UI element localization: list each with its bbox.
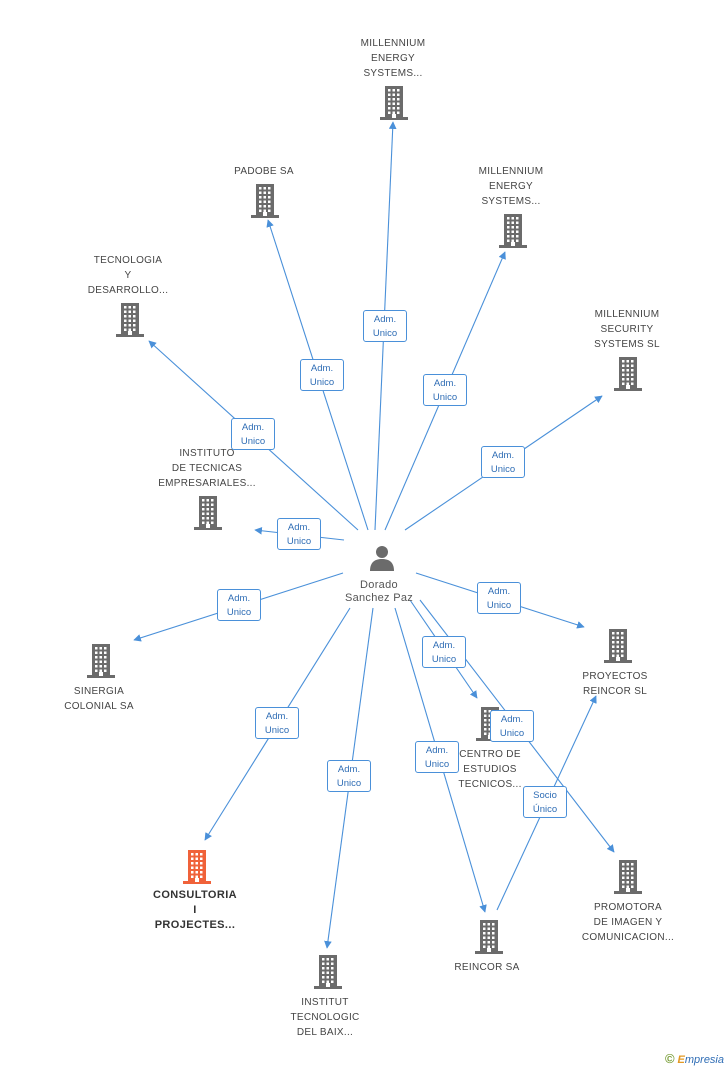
building-icon[interactable] [498,214,528,253]
company-label-instituto-tecnicas[interactable]: INSTITUTO DE TECNICAS EMPRESARIALES... [158,448,256,489]
edge-label-padobe[interactable]: Adm. Unico [300,359,344,391]
person-icon[interactable] [368,544,396,577]
edge-label-millennium-energy-2[interactable]: Adm. Unico [423,374,467,406]
brand-name: mpresia [684,1054,724,1066]
brand-footer: ©Empresia [665,1051,724,1066]
building-icon[interactable] [115,303,145,342]
building-icon[interactable] [313,955,343,994]
company-label-promotora[interactable]: PROMOTORA DE IMAGEN Y COMUNICACION... [581,902,675,943]
brand-initial: E [677,1054,685,1066]
edge-label-millennium-security[interactable]: Adm. Unico [481,446,525,478]
company-label-centro-estudios[interactable]: CENTRO DE ESTUDIOS TECNICOS... [458,749,522,790]
edge-label-reincor[interactable]: Adm. Unico [415,741,459,773]
edge-label-promotora[interactable]: Adm. Unico [490,710,534,742]
edge-label-consultoria[interactable]: Adm. Unico [255,707,299,739]
building-icon[interactable] [193,496,223,535]
person-name-label[interactable]: Dorado Sanchez Paz [344,579,414,604]
company-label-sinergia[interactable]: SINERGIA COLONIAL SA [64,686,134,712]
company-label-consultoria[interactable]: CONSULTORIA I PROJECTES... [152,889,238,931]
company-label-padobe[interactable]: PADOBE SA [234,166,294,177]
company-label-reincor[interactable]: REINCOR SA [454,962,520,973]
building-icon[interactable] [86,644,116,683]
company-label-institut-tecnologic[interactable]: INSTITUT TECNOLOGIC DEL BAIX... [290,997,360,1038]
building-icon[interactable] [379,86,409,125]
company-label-tecnologia[interactable]: TECNOLOGIA Y DESARROLLO... [87,255,169,296]
edge-label-proyectos-reincor[interactable]: Adm. Unico [477,582,521,614]
building-icon[interactable] [182,850,212,889]
building-icon[interactable] [250,184,280,223]
company-label-millennium-energy-1[interactable]: MILLENNIUM ENERGY SYSTEMS... [360,38,426,79]
edge-label-instituto-tecnicas[interactable]: Adm. Unico [277,518,321,550]
edge-label-centro-estudios[interactable]: Adm. Unico [422,636,466,668]
building-icon[interactable] [613,860,643,899]
building-icon[interactable] [474,920,504,959]
company-label-proyectos-reincor[interactable]: PROYECTOS REINCOR SL [582,671,648,697]
edge-label-proyectos-reincor[interactable]: Socio Único [523,786,567,818]
edge-label-millennium-energy-1[interactable]: Adm. Unico [363,310,407,342]
edge-label-institut-tecnologic[interactable]: Adm. Unico [327,760,371,792]
edge-label-sinergia[interactable]: Adm. Unico [217,589,261,621]
company-label-millennium-security[interactable]: MILLENNIUM SECURITY SYSTEMS SL [594,309,660,350]
edge-label-tecnologia[interactable]: Adm. Unico [231,418,275,450]
company-label-millennium-energy-2[interactable]: MILLENNIUM ENERGY SYSTEMS... [478,166,544,207]
building-icon[interactable] [613,357,643,396]
building-icon[interactable] [603,629,633,668]
copyright-icon: © [664,1051,675,1066]
